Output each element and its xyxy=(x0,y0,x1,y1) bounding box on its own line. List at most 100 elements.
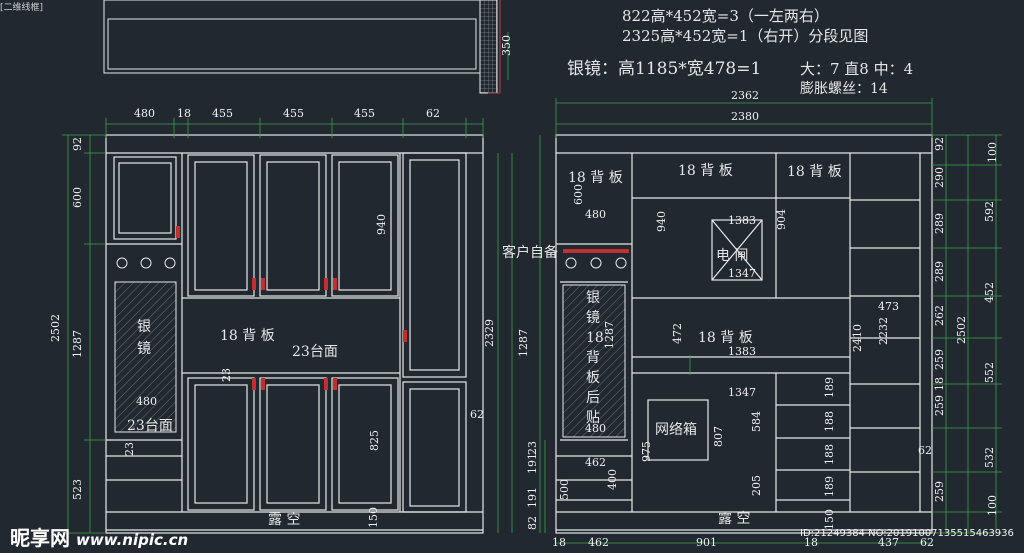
dim-left-940: 940 xyxy=(375,214,388,235)
dim-right-462a: 462 xyxy=(585,456,606,469)
dim-right-189a: 189 xyxy=(823,377,836,398)
dim-right-100: 100 xyxy=(986,142,999,163)
left-counter-label-2: 23台面 xyxy=(127,418,173,434)
note-hardware-2: 膨胀螺丝：14 xyxy=(800,81,888,97)
dim-left-2329: 2329 xyxy=(483,319,496,347)
left-cabinet-frame xyxy=(105,134,484,534)
left-open-label: 露 空 xyxy=(268,512,301,528)
dim-right-2380: 2380 xyxy=(731,110,759,123)
right-mirror-col-2: 18 xyxy=(586,330,604,346)
dim-left-top-3: 455 xyxy=(283,107,304,120)
watermark-brand: 昵享网 xyxy=(10,526,70,550)
right-backboard-label-2: 18 背 板 xyxy=(678,163,733,179)
dim-right-592: 592 xyxy=(983,201,996,222)
dim-right-975: 975 xyxy=(640,441,653,462)
viewport-tag[interactable]: [二维线框] xyxy=(0,3,44,13)
note-hardware-1: 大：7 直8 中：4 xyxy=(800,60,914,78)
dim-right-500: 500 xyxy=(558,479,571,500)
right-mirror-panel xyxy=(562,284,626,438)
right-dimension-lines xyxy=(539,98,1002,544)
right-hooks xyxy=(565,257,627,269)
right-mirror-col-6: 贴 xyxy=(586,410,600,426)
dim-right-904: 904 xyxy=(775,209,788,230)
dim-right-2362: 2362 xyxy=(731,89,759,102)
dim-right-92: 92 xyxy=(933,137,946,151)
dim-right-290: 290 xyxy=(933,167,946,188)
dim-right-1287a: 1287 xyxy=(517,329,530,357)
right-mirror-col-4: 板 xyxy=(586,370,600,386)
note-mirror: 银镜：高1185*宽478=1 xyxy=(567,59,762,79)
dim-right-259b: 259 xyxy=(933,395,946,416)
dim-right-2502: 2502 xyxy=(955,316,968,344)
dim-right-1383a: 1383 xyxy=(728,214,756,227)
dim-right-205: 205 xyxy=(750,475,763,496)
dim-right-150: 150 xyxy=(823,509,836,530)
left-hooks xyxy=(116,257,176,269)
dim-right-472: 472 xyxy=(671,323,684,344)
dim-left-top-0: 480 xyxy=(134,107,155,120)
dim-right-1347a: 1347 xyxy=(728,267,756,280)
dim-right-584: 584 xyxy=(750,411,763,432)
dim-right-82: 82 xyxy=(526,516,539,530)
dim-right-480: 480 xyxy=(585,208,606,221)
dim-left-1287: 1287 xyxy=(71,330,84,358)
dim-right-262: 262 xyxy=(933,305,946,326)
dim-right-1287b: 1287 xyxy=(603,321,616,349)
dim-right-532: 532 xyxy=(983,447,996,468)
network-box-label: 网络箱 xyxy=(655,422,697,438)
dim-right-bottom-4: 437 xyxy=(878,536,899,549)
dim-left-2502: 2502 xyxy=(49,314,62,342)
dim-right-bottom-3: 18 xyxy=(804,536,818,549)
customer-supplied-label: 客户自备 xyxy=(502,245,558,261)
watermark-id: ID:21249384 NO:20191007135515463936 xyxy=(800,528,1014,539)
left-dimension-lines xyxy=(62,32,513,534)
dim-left-92: 92 xyxy=(71,137,84,151)
dim-right-289b: 289 xyxy=(933,261,946,282)
dim-left-600: 600 xyxy=(71,187,84,208)
left-mirror-label-2: 镜 xyxy=(137,341,151,357)
dim-right-452: 452 xyxy=(983,282,996,303)
note-line-1: 822高*452宽=3（一左两右） xyxy=(622,7,829,25)
dim-left-top-2: 455 xyxy=(212,107,233,120)
top-wall-box xyxy=(103,0,501,94)
dim-right-2232: 2232 xyxy=(877,317,890,345)
dim-right-600: 600 xyxy=(572,184,585,205)
dim-right-188b: 188 xyxy=(823,444,836,465)
right-mirror-col-0: 银 xyxy=(586,290,600,306)
dim-left-top-5: 62 xyxy=(426,107,440,120)
handles xyxy=(176,226,629,390)
dim-right-480b: 480 xyxy=(585,422,606,435)
dim-right-191b: 191 xyxy=(526,487,539,508)
dim-right-188a: 188 xyxy=(823,411,836,432)
dim-right-100b: 100 xyxy=(986,495,999,516)
dim-right-473: 473 xyxy=(878,300,899,313)
watermark-logo: 昵享网 www.nipic.cn xyxy=(10,522,188,551)
left-backboard-label: 18 背 板 xyxy=(220,328,275,344)
dim-right-400: 400 xyxy=(606,469,619,490)
dim-right-191a: 191 xyxy=(526,453,539,474)
dim-right-bottom-1: 462 xyxy=(588,536,609,549)
right-open-label: 露 空 xyxy=(718,511,751,527)
right-backboard-label-3: 18 背 板 xyxy=(787,164,842,180)
watermark-site: www.nipic.cn xyxy=(76,531,189,549)
dim-right-bottom-0: 18 xyxy=(552,536,566,549)
dim-left-top-1: 18 xyxy=(177,107,191,120)
dim-right-289a: 289 xyxy=(933,213,946,234)
right-cabinet-frame xyxy=(555,134,933,534)
dim-right-552: 552 xyxy=(983,362,996,383)
left-mirror-panel xyxy=(114,281,177,433)
dim-right-807: 807 xyxy=(712,426,725,447)
dim-right-bottom-5: 62 xyxy=(920,536,934,549)
dim-left-150: 150 xyxy=(367,507,380,528)
dim-left-480: 480 xyxy=(136,395,157,408)
left-counter-label-1: 23台面 xyxy=(292,344,338,360)
right-backboard-label-4: 18 背 板 xyxy=(698,330,753,346)
dim-left-23: 23 xyxy=(220,368,233,382)
dim-right-62: 62 xyxy=(918,444,932,457)
right-mirror-col-3: 背 xyxy=(586,350,600,366)
dim-right-18: 18 xyxy=(933,377,946,391)
dim-right-259c: 259 xyxy=(933,481,946,502)
dim-right-1347b: 1347 xyxy=(728,386,756,399)
